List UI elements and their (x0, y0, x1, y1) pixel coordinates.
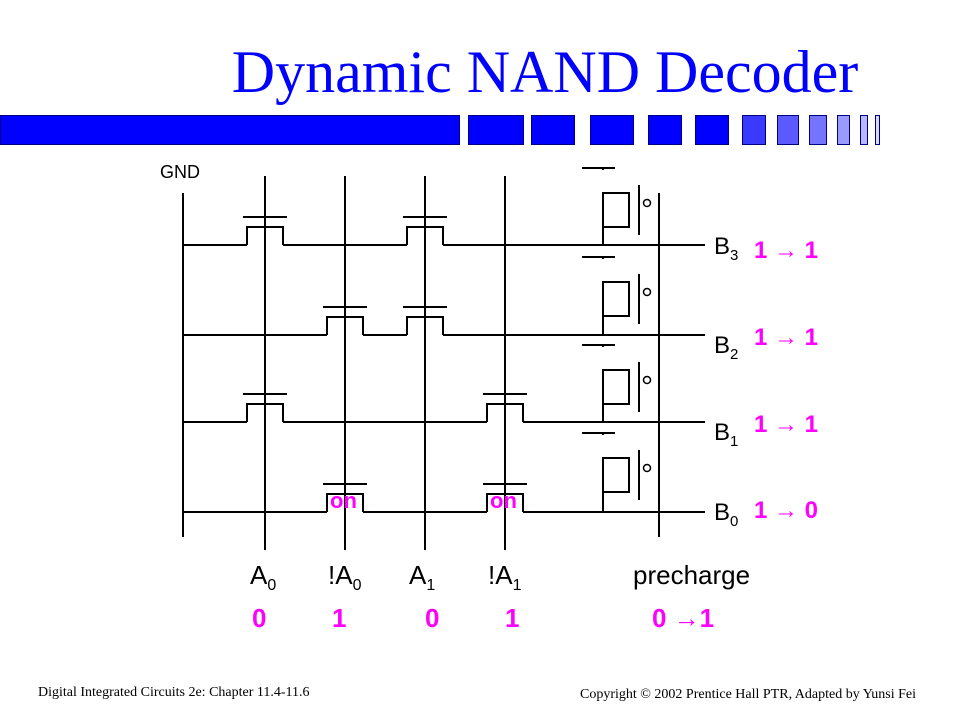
gnd-label: GND (160, 162, 200, 182)
input-label-a1: A1 (409, 560, 436, 595)
footer-left: Digital Integrated Circuits 2e: Chapter … (38, 685, 310, 700)
pmos-bubble (642, 287, 652, 297)
input-value-a0: 0 (252, 603, 267, 633)
decor-bar (0, 115, 460, 145)
footer-right: Copyright © 2002 Prentice Hall PTR, Adap… (580, 687, 916, 702)
pmos-channel (602, 369, 630, 422)
pmos-bubble (642, 198, 652, 208)
precharge-value: 0 →1 (652, 603, 715, 633)
nmos-channel (406, 316, 444, 335)
output-transition-b2: 1 → 1 (754, 324, 819, 351)
output-transition-b1: 1 → 1 (754, 411, 819, 438)
decor-bar (875, 115, 880, 145)
decor-bar (468, 115, 524, 145)
on-label-not-a0: on (330, 488, 357, 513)
decor-bar (531, 115, 575, 145)
input-value-not-a1: 1 (505, 603, 520, 633)
output-transition-b3: 1 → 1 (754, 237, 819, 264)
slide-title: Dynamic NAND Decoder (231, 39, 859, 105)
pmos-bubble (642, 375, 652, 385)
nmos-channel (326, 493, 364, 512)
precharge-label: precharge (633, 560, 751, 590)
nmos-channel (326, 316, 364, 335)
pmos-channel (602, 457, 630, 512)
output-label-b3: B3 (714, 233, 739, 264)
output-transition-b0: 1 → 0 (754, 497, 819, 524)
pmos-b2 (582, 256, 652, 335)
input-value-a1: 0 (425, 603, 440, 633)
decor-bar (648, 115, 682, 145)
pmos-channel (602, 192, 630, 245)
nmos-channel (246, 226, 284, 245)
nmos-row-b0 (183, 483, 705, 513)
output-label-b1: B1 (714, 419, 739, 450)
nmos-row-b3 (183, 216, 705, 246)
nmos-row-b1 (183, 393, 705, 423)
nmos-channel (486, 403, 524, 422)
input-label-not-a1: !A1 (488, 560, 522, 595)
output-label-b0: B0 (714, 499, 739, 530)
pmos-channel (602, 281, 630, 335)
input-label-not-a0: !A0 (328, 560, 362, 595)
decor-bar (590, 115, 634, 145)
pmos-bubble (642, 463, 652, 473)
decor-bar (777, 115, 799, 145)
decor-bar (837, 115, 850, 145)
decor-bar (809, 115, 827, 145)
input-value-not-a0: 1 (332, 603, 347, 633)
pmos-b1 (582, 344, 652, 422)
nmos-channel (246, 403, 284, 422)
decor-bar (860, 115, 868, 145)
on-label-not-a1: on (490, 488, 517, 513)
output-label-b2: B2 (714, 332, 739, 363)
pmos-b0 (582, 432, 652, 512)
nmos-row-b2 (183, 306, 705, 336)
decor-bar (695, 115, 729, 145)
input-label-a0: A0 (250, 560, 277, 595)
decor-bar (742, 115, 766, 145)
pmos-b3 (582, 167, 652, 245)
nmos-channel (406, 226, 444, 245)
nmos-channel (486, 493, 524, 512)
